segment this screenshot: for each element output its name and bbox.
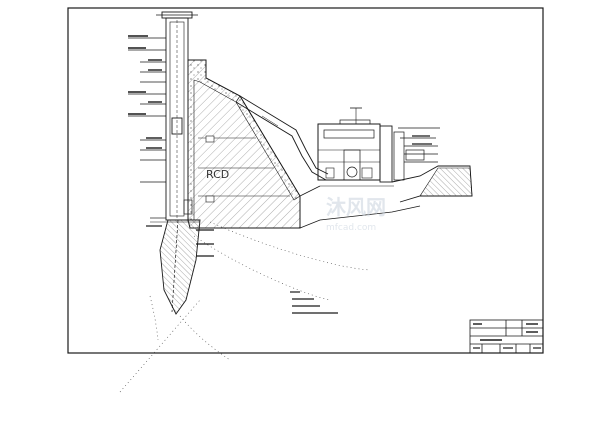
watermark: 沐风网 mfcad.com [326, 195, 386, 233]
outer-frame [67, 7, 544, 354]
elevation-marks [128, 35, 166, 219]
watermark-text: 沐风网 [326, 195, 386, 219]
dam-body [187, 59, 301, 229]
tailwater-slope [299, 165, 473, 229]
notes-block [290, 291, 338, 314]
powerhouse [317, 107, 381, 181]
tailrace-structure [379, 125, 440, 183]
title-block [469, 319, 544, 354]
dam-body-label: RCD [206, 168, 229, 181]
bedrock-line [119, 221, 371, 393]
penstock [235, 95, 329, 181]
watermark-url: mfcad.com [326, 223, 376, 233]
foundation-curtain [146, 219, 214, 315]
